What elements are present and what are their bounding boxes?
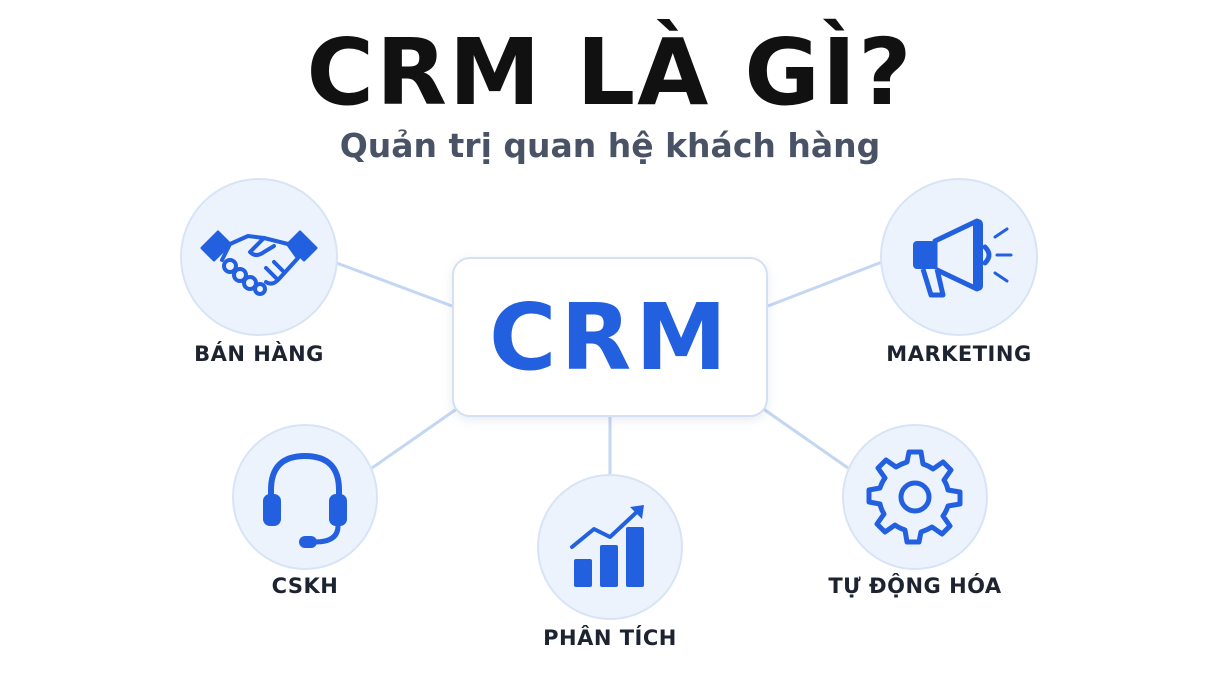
node-label-cskh: CSKH [271,574,339,598]
connector-cskh [371,406,459,470]
node-label-marketing: MARKETING [886,342,1032,366]
node-tu-dong-hoa [842,424,988,570]
connector-tu-dong-hoa [761,406,849,470]
gear-icon [866,449,963,545]
node-label-tu-dong-hoa: TỰ ĐỘNG HÓA [828,574,1002,598]
crm-center-box: CRM [452,257,768,417]
diagram-title: CRM LÀ GÌ? [306,19,914,126]
node-phan-tich [537,474,683,620]
node-cskh [232,424,378,570]
diagram-subtitle: Quản trị quan hệ khách hàng [339,126,881,165]
megaphone-icon [913,218,1013,298]
node-ban-hang [180,178,338,336]
connector-ban-hang [333,260,453,308]
node-marketing [880,178,1038,336]
connector-marketing [767,260,883,308]
handshake-icon [200,230,318,296]
headset-icon [263,452,347,548]
node-label-phan-tich: PHÂN TÍCH [543,626,677,650]
crm-center-label: CRM [489,283,731,391]
bar-chart-growth-icon [570,505,644,587]
node-label-ban-hang: BÁN HÀNG [194,342,324,366]
